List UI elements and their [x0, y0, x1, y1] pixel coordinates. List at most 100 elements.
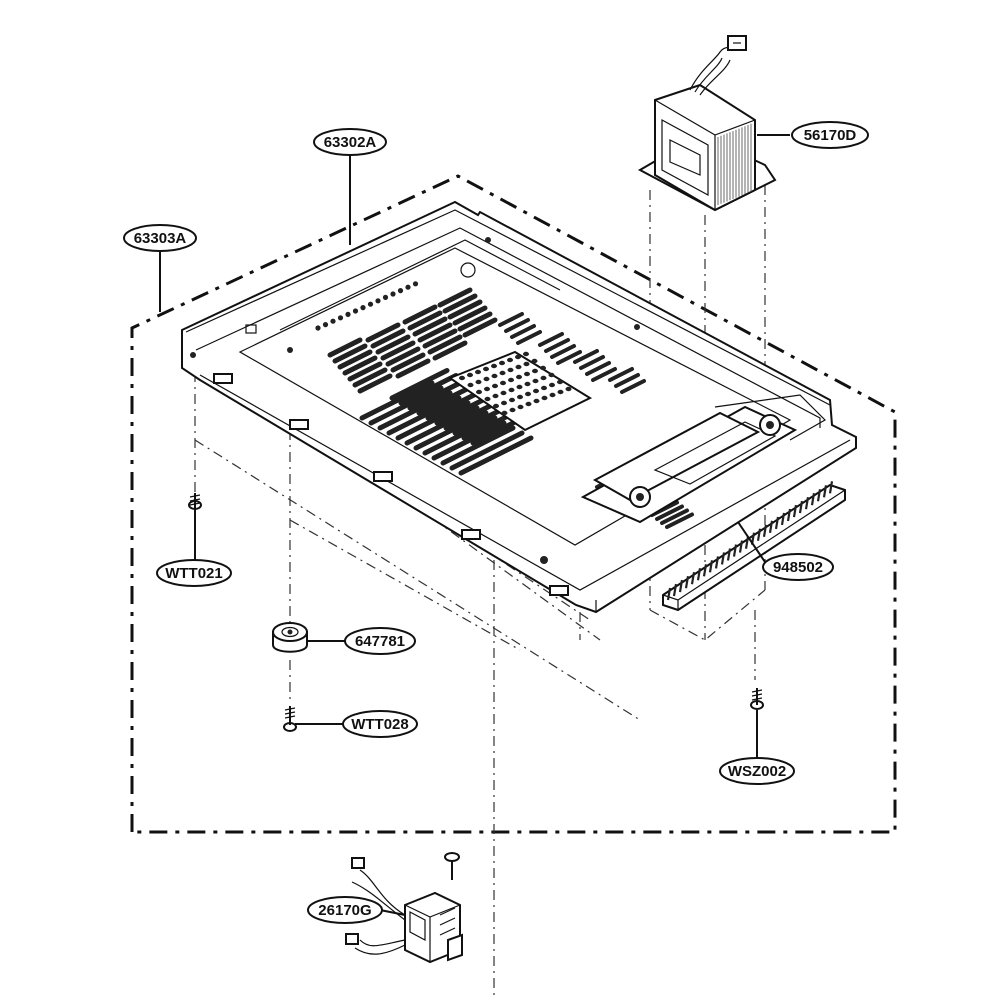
rivet-hole	[360, 305, 366, 311]
callout-label-WTT021: WTT021	[165, 565, 223, 582]
callout-label-948502: 948502	[773, 559, 823, 576]
vent-slot	[458, 435, 534, 476]
gasket-tooth	[744, 536, 750, 549]
grille-hole	[492, 393, 499, 399]
grille-hole	[565, 386, 572, 392]
grille-hole	[509, 397, 515, 403]
screw-wsz002	[750, 688, 764, 710]
grille-hole	[491, 373, 498, 379]
rivet-hole	[412, 281, 419, 287]
screw-wtt021	[188, 493, 202, 512]
callout-26170G: 26170G	[307, 896, 406, 924]
rivet-hole	[352, 308, 359, 314]
callout-label-WSZ002: WSZ002	[728, 763, 786, 780]
gasket-tooth	[822, 485, 828, 498]
gasket-tooth	[810, 493, 816, 506]
grille-hole	[475, 369, 481, 375]
gasket-tooth	[666, 587, 672, 601]
vent-slot	[407, 378, 468, 411]
vent-slot	[359, 380, 435, 421]
vent-slot	[352, 367, 388, 388]
high-voltage-transformer	[637, 35, 777, 212]
vent-slot	[368, 385, 444, 426]
grille-hole	[517, 394, 523, 400]
rivet-hole	[345, 311, 351, 317]
vent-slot	[437, 287, 473, 308]
vent-slot	[498, 312, 524, 327]
gasket-tooth	[708, 560, 714, 573]
grille-hole	[501, 410, 508, 416]
gasket-tooth	[720, 552, 726, 565]
gasket-tooth	[678, 579, 684, 593]
vent-slot	[377, 390, 453, 431]
grille-hole	[508, 387, 515, 393]
rivet-hole	[397, 288, 404, 294]
gasket-tooth	[714, 556, 720, 569]
vent-slot	[440, 425, 516, 466]
vent-slot	[342, 355, 378, 376]
grille-hole	[532, 368, 538, 374]
rivet-hole	[315, 325, 321, 331]
gasket-tooth	[756, 528, 762, 541]
vent-slot	[665, 512, 694, 529]
rivet-hole	[330, 318, 336, 324]
rubber-foot	[272, 622, 308, 653]
rivet-hole	[375, 298, 381, 304]
grille-hole	[524, 381, 531, 387]
vent-slot	[395, 358, 431, 379]
vent-slot	[655, 504, 684, 521]
grille-hole	[475, 379, 482, 385]
grille-hole	[540, 375, 547, 381]
rivet-hole	[390, 291, 396, 297]
grille-hole	[500, 390, 507, 396]
vent-slot	[556, 350, 582, 365]
callout-647781: 647781	[307, 627, 416, 655]
screw-wtt028	[283, 706, 297, 732]
vent-slot	[375, 334, 411, 355]
rivet-hole	[337, 315, 344, 321]
callout-63302A: 63302A	[313, 128, 387, 245]
grille-hole	[483, 366, 489, 372]
callout-WSZ002: WSZ002	[719, 710, 795, 785]
vent-slot	[347, 361, 383, 382]
vent-slot	[357, 373, 393, 394]
vent-slot	[422, 328, 458, 349]
grille-hole	[493, 403, 499, 409]
assembly-boundary	[130, 174, 897, 834]
vent-slot	[389, 368, 450, 401]
vent-slot	[398, 373, 459, 406]
grille-hole	[549, 382, 555, 388]
gasket-tooth	[816, 489, 822, 502]
gasket-tooth	[786, 508, 792, 522]
mounting-bracket	[580, 394, 826, 524]
vent-slot	[416, 383, 477, 416]
vent-slot	[447, 299, 483, 320]
vent-slot	[407, 310, 443, 331]
gasket-tooth	[774, 516, 780, 530]
vent-slot	[412, 316, 448, 337]
grille-hole	[499, 360, 505, 366]
vent-slot	[591, 367, 617, 382]
vent-slot	[579, 355, 605, 370]
center-grille	[447, 350, 593, 432]
gasket-tooth	[696, 568, 702, 581]
gasket-tooth	[690, 572, 696, 585]
rivet-hole	[367, 301, 374, 307]
grille-hole	[548, 372, 555, 378]
callout-label-WTT028: WTT028	[351, 716, 409, 733]
grille-hole	[484, 386, 490, 392]
grille-hole	[509, 407, 516, 413]
vent-slot	[417, 322, 453, 343]
gasket-tooth	[738, 540, 744, 553]
callout-56170D: 56170D	[757, 121, 869, 149]
low-voltage-transformer	[345, 852, 463, 964]
gasket-tooth	[798, 500, 804, 514]
grille-hole	[557, 379, 563, 385]
vent-slot	[380, 340, 416, 361]
vent-slot	[442, 293, 478, 314]
gasket-tooth	[672, 583, 678, 597]
grille-hole	[540, 365, 546, 371]
vent-slot	[385, 346, 421, 367]
grille-hole	[484, 396, 491, 402]
grille-hole	[515, 364, 522, 370]
